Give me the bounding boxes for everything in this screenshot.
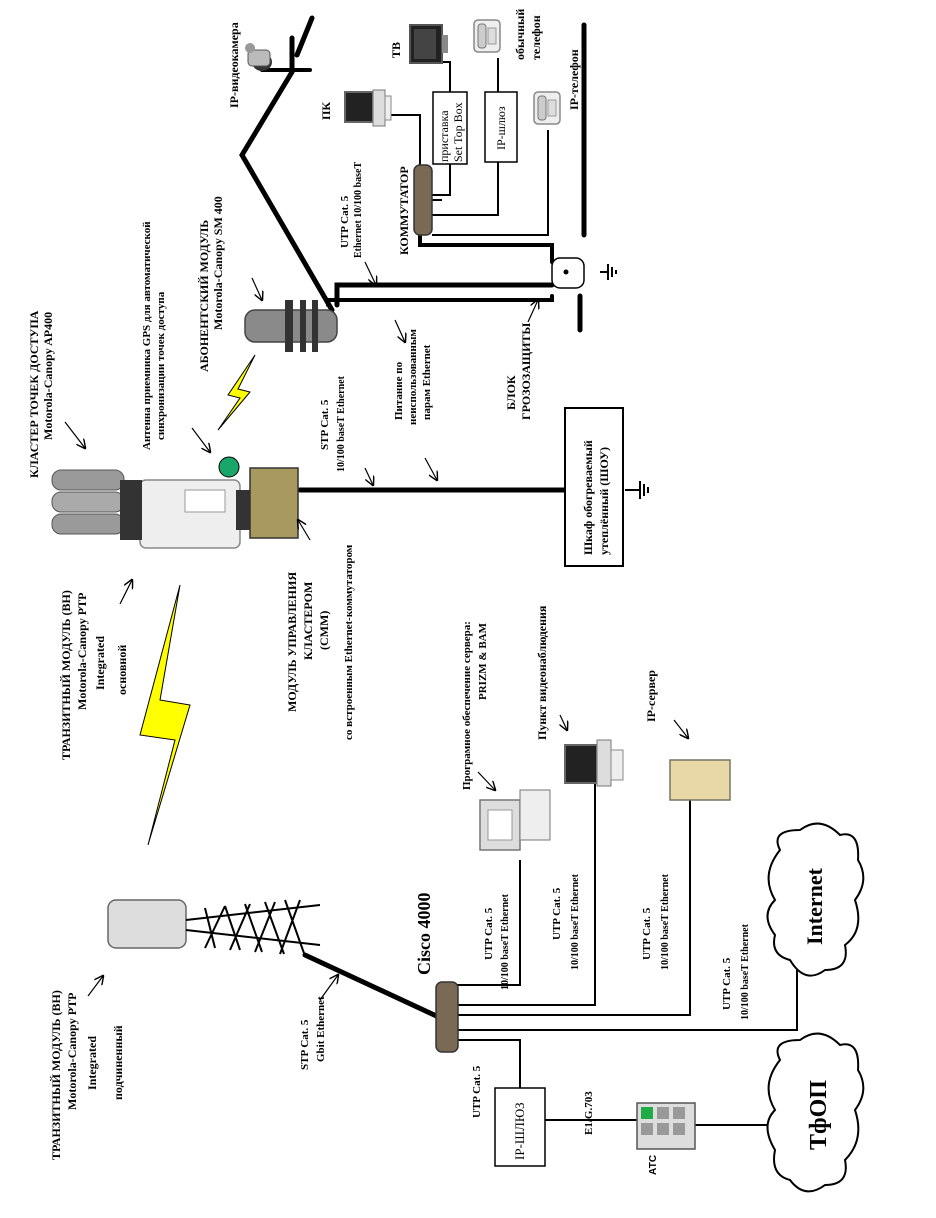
pc-icon (344, 89, 392, 127)
lightning-small-icon (217, 354, 256, 431)
utp-b-label-1: UTP Cat. 5 (551, 887, 563, 940)
thick-cables (239, 15, 587, 1023)
utp-b-label-2: 10/100 baseT Ethernet (570, 873, 581, 970)
pc-label: ПК (319, 102, 333, 120)
ip-gateway-bottom-label: IP-ШЛЮЗ (512, 1102, 527, 1160)
ip-camera-label: IP-видеокамера (227, 22, 241, 108)
cmm-label-1: МОДУЛЬ УПРАВЛЕНИЯ (285, 572, 299, 712)
tfop-label: ТфОП (806, 1080, 832, 1150)
switch-label: КОММУТАТОР (397, 166, 411, 255)
utp-a-label-1: UTP Cat. 5 (483, 907, 495, 960)
ordinary-phone-label-1: обычный (513, 9, 527, 60)
utp-c-label-1: UTP Cat. 5 (641, 907, 653, 960)
phone-icon (473, 19, 501, 53)
bh-sub-label-3: Integrated (85, 1036, 99, 1090)
video-post-pc-icon (564, 739, 624, 787)
ap-model-label: Motorola-Canopy AP400 (41, 312, 55, 440)
switch-cable-label-2: Ethernet 10/100 baseT (353, 162, 364, 258)
ip-gateway-top-box (484, 91, 518, 163)
video-post-label: Пункт видеонаблюдения (535, 605, 549, 740)
bh-main-label-4: основной (115, 645, 129, 695)
surge-label-1: БЛОК (504, 375, 518, 410)
ap-cluster-icon (51, 469, 250, 549)
ap-cluster-label: КЛАСТЕР ТОЧЕК ДОСТУПА (27, 310, 41, 478)
cmm-box (249, 467, 299, 539)
switch-icon (413, 164, 433, 236)
utp-c-label-2: 10/100 baseT Ethernet (660, 873, 671, 970)
subscriber-model-label: Motorola-Canopy SM 400 (211, 196, 225, 330)
stp-top-label-2: 10/100 baseT Ethernet (336, 375, 347, 472)
gps-antenna-icon (218, 456, 240, 478)
ip-server-label: IP-сервер (644, 670, 658, 722)
cabinet-label-2: утеплённый (ШОУ) (597, 447, 611, 555)
cabinet-label-1: Шкаф обогреваемый (581, 440, 595, 555)
ip-server-icon (669, 759, 731, 801)
tv-icon (409, 24, 448, 64)
surge-block-icon (551, 257, 585, 289)
utp-d-label-2: 10/100 baseT Ethernet (740, 923, 751, 1020)
utp-cisco-label: UTP Cat. 5 (471, 1065, 483, 1118)
ip-gateway-top-label: IP-шлюз (494, 106, 508, 150)
software-label-2: PRIZM & BAM (477, 622, 489, 700)
tower-icon (107, 899, 321, 957)
cisco-label: Cisco 4000 (414, 893, 434, 976)
ground-symbols (607, 264, 649, 499)
stp-bottom-label-2: Gbit Ethernet (315, 996, 327, 1062)
settop-label-2: Set Top Box (451, 102, 465, 162)
ip-phone-icon (533, 91, 561, 125)
utp-d-label-1: UTP Cat. 5 (721, 957, 733, 1010)
cmm-label-2: КЛАСТЕРОМ (301, 582, 315, 660)
e1-label: E1/G.703 (583, 1091, 595, 1135)
ats-icon (636, 1102, 696, 1150)
subscriber-module-icon (244, 300, 338, 352)
ats-label: АТС (648, 1155, 659, 1175)
power-label-3: парам Ethernet (421, 344, 433, 420)
gps-label-1: Антенна приемника GPS для автоматической (141, 221, 153, 450)
subscriber-module-label: АБОНЕНТСКИЙ МОДУЛЬ (197, 220, 211, 372)
pointer-arrows (64, 261, 688, 1001)
tv-label: ТВ (389, 42, 403, 58)
ip-camera-icon (245, 43, 272, 71)
lightning-large-icon (139, 584, 191, 846)
utp-a-label-2: 10/100 baseT Ethernet (500, 893, 511, 990)
internet-label: Internet (802, 867, 827, 945)
bh-sub-label-4: подчиненный (111, 1025, 125, 1100)
power-label-1: Питание по (393, 361, 405, 420)
thin-wires (390, 58, 798, 1126)
internet-cloud-icon (766, 822, 865, 977)
bh-main-label-2: Motorola-Canopy PTP (75, 593, 89, 710)
tfop-cloud-icon (766, 1032, 865, 1193)
cabinet-box (564, 407, 624, 567)
settop-label-1: приставка (437, 110, 451, 162)
ordinary-phone-label-2: телефон (529, 15, 543, 60)
bh-main-label-1: ТРАНЗИТНЫЙ МОДУЛЬ (BH) (59, 590, 73, 760)
surge-label-2: ГРОЗОЗАЩИТЫ (519, 323, 533, 420)
software-label-1: Програмное обеспечение сервера: (461, 621, 473, 790)
ip-phone-label: IP-телефон (567, 49, 581, 110)
stp-bottom-label-1: STP Cat. 5 (299, 1019, 311, 1070)
gps-label-2: синхронизации точек доступа (155, 291, 167, 440)
bh-main-label-3: Integrated (93, 636, 107, 690)
server-software-laptop-icon (479, 789, 551, 851)
bh-sub-label-1: ТРАНЗИТНЫЙ МОДУЛЬ (BH) (49, 990, 63, 1160)
power-label-2: неиспользованным (407, 329, 419, 425)
cisco-router-icon (435, 981, 459, 1053)
settop-box (432, 91, 468, 165)
cmm-label-4: со встроенным Ethernet-коммутатором (343, 544, 355, 740)
cmm-label-3: (CMM) (317, 611, 331, 650)
labels: IP-видеокамера ТВ обычный телефон ПК при… (27, 9, 832, 1175)
bh-sub-label-2: Motorola-Canopy PTP (65, 993, 79, 1110)
ip-gateway-bottom-box (494, 1087, 546, 1167)
switch-cable-label: UTP Cat. 5 (339, 195, 351, 248)
stp-top-label-1: STP Cat. 5 (319, 399, 331, 450)
